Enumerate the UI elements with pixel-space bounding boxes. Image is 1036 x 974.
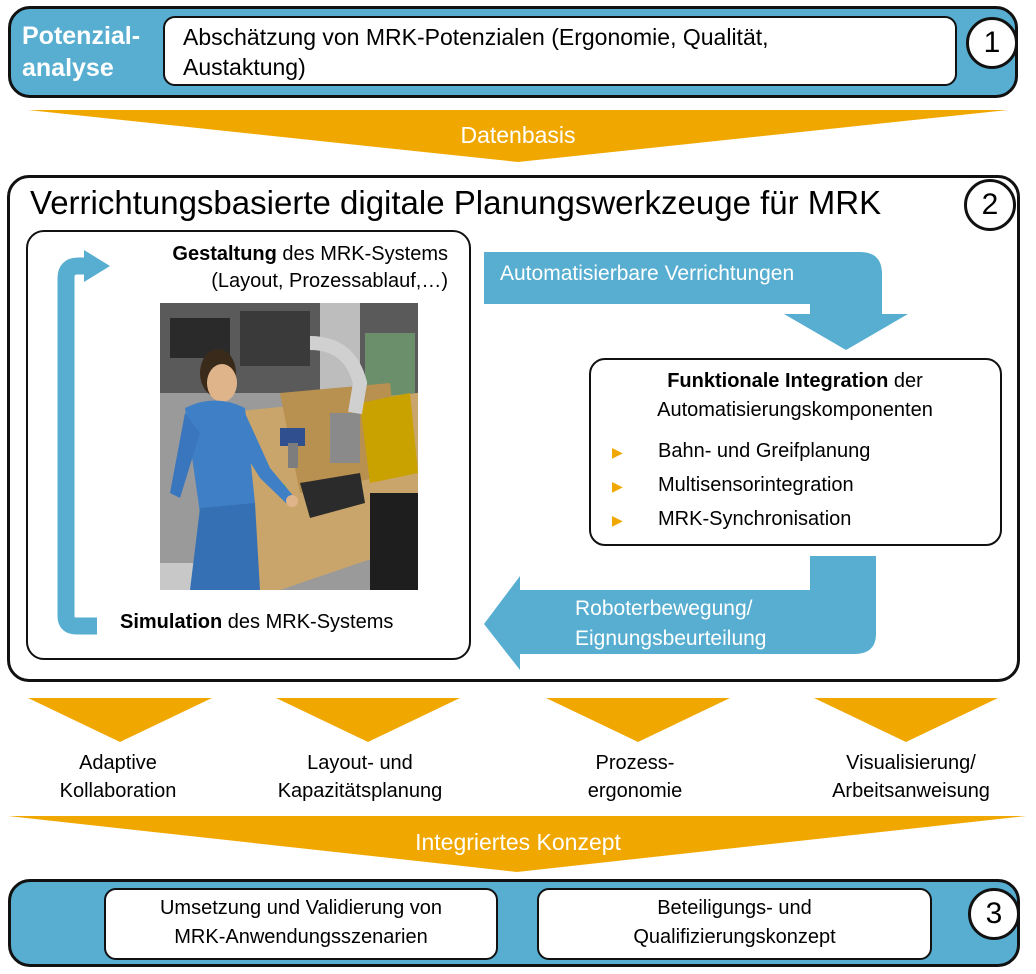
label-line-2: analyse <box>22 54 114 82</box>
bullet-arrow-icon: ▶ <box>612 478 623 494</box>
output-label-layout: Layout- und Kapazitätsplanung <box>250 749 470 805</box>
loop-arrow-icon <box>57 250 110 635</box>
output-triangle <box>814 698 998 742</box>
validation-line-2: MRK-Anwendungsszenarien <box>174 926 428 948</box>
func-item-label: Bahn- und Greifplanung <box>658 440 871 462</box>
implementation-box-participation: Beteiligungs- und Qualifizierungskonzept <box>537 888 932 960</box>
potential-text-line-2: Austaktung) <box>183 54 306 80</box>
output-line-2: Kapazitätsplanung <box>277 780 443 802</box>
func-item-label: MRK-Synchronisation <box>658 508 852 530</box>
functional-integration-title: Funktionale Integration der Automatisier… <box>590 367 1000 425</box>
func-title-line-2: Automatisierungskomponenten <box>657 399 933 421</box>
design-label-line-2: (Layout, Prozessablauf,…) <box>211 270 448 292</box>
output-label-ergonomics: Prozess- ergonomie <box>535 749 735 805</box>
automatable-tasks-arrow <box>484 252 908 350</box>
func-item-label: Multisensorintegration <box>658 474 854 496</box>
output-label-adaptive: Adaptive Kollaboration <box>18 749 218 805</box>
robot-motion-arrow <box>484 556 876 670</box>
output-label-visualization: Visualisierung/ Arbeitsanweisung <box>800 749 1022 805</box>
potential-text-line-1: Abschätzung von MRK-Potenzialen (Ergonom… <box>183 24 769 50</box>
output-triangle <box>546 698 730 742</box>
step-number-3: 3 <box>968 888 1020 940</box>
output-line-2: Kollaboration <box>59 780 177 802</box>
planning-tools-title: Verrichtungsbasierte digitale Planungswe… <box>30 184 882 221</box>
step-number-2: 2 <box>964 179 1016 231</box>
robot-motion-line-1: Roboterbewegung/ <box>575 597 753 620</box>
list-item: ▶ Bahn- und Greifplanung <box>612 437 870 466</box>
output-triangles <box>28 698 998 742</box>
potential-analysis-label: Potenzial- analyse <box>22 20 162 84</box>
participation-line-1: Beteiligungs- und <box>657 897 812 919</box>
output-line-2: ergonomie <box>587 780 683 802</box>
label-line-1: Potenzial- <box>22 22 141 50</box>
bullet-arrow-icon: ▶ <box>612 444 623 460</box>
participation-line-2: Qualifizierungskonzept <box>633 926 836 948</box>
functional-integration-box <box>589 358 1002 546</box>
design-label-bold: Gestaltung <box>172 243 277 265</box>
implementation-box-validation: Umsetzung und Validierung von MRK-Anwend… <box>104 888 498 960</box>
simulation-label-rest: des MRK-Systems <box>222 611 394 633</box>
step-number-1: 1 <box>966 17 1018 69</box>
integrated-concept-funnel <box>8 816 1026 872</box>
robot-motion-label: Roboterbewegung/ Eignungsbeurteilung <box>575 594 766 654</box>
simulation-scene-illustration <box>160 303 418 590</box>
datenbasis-label: Datenbasis <box>460 122 576 148</box>
automatable-tasks-label: Automatisierbare Verrichtungen <box>500 262 795 285</box>
output-triangle <box>28 698 212 742</box>
integrated-concept-label: Integriertes Konzept <box>415 829 621 855</box>
bullet-arrow-icon: ▶ <box>612 512 623 528</box>
integrated-concept-funnel-shape <box>8 816 1026 872</box>
output-line-1: Layout- und <box>307 752 413 774</box>
list-item: ▶ MRK-Synchronisation <box>612 505 851 534</box>
simulation-label-bold: Simulation <box>120 611 223 633</box>
potential-analysis-box: Abschätzung von MRK-Potenzialen (Ergonom… <box>163 16 957 86</box>
output-triangle <box>276 698 460 742</box>
list-item: ▶ Multisensorintegration <box>612 471 854 500</box>
output-line-1: Adaptive <box>79 752 157 774</box>
output-line-1: Prozess- <box>595 752 675 774</box>
validation-line-1: Umsetzung und Validierung von <box>159 897 443 919</box>
simulation-label: Simulation des MRK-Systems <box>120 608 393 636</box>
design-label-rest: des MRK-Systems <box>276 243 448 265</box>
func-title-bold: Funktionale Integration <box>667 370 889 392</box>
func-title-rest: der <box>888 370 923 392</box>
design-label: Gestaltung des MRK-Systems (Layout, Proz… <box>100 241 448 295</box>
datenbasis-funnel <box>28 110 1008 162</box>
datenbasis-funnel-shape <box>28 110 1008 162</box>
output-line-1: Visualisierung/ <box>846 752 976 774</box>
robot-motion-line-2: Eignungsbeurteilung <box>575 627 767 650</box>
output-line-2: Arbeitsanweisung <box>832 780 990 802</box>
